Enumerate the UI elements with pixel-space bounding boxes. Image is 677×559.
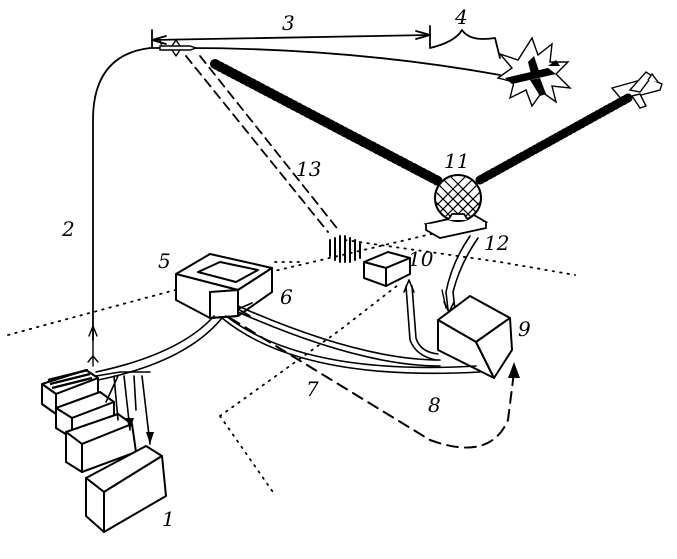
dashed-path-8 [229,317,520,449]
radar-antenna-icon [423,174,489,239]
missile-carrier-aircraft-icon [159,39,199,57]
control-cabin-5 [175,253,273,319]
cable-7-cabin-to-station [221,315,481,375]
launch-trajectory [92,47,166,341]
label-11: 11 [444,149,469,173]
label-1: 1 [162,507,175,531]
label-13: 13 [296,157,321,181]
label-10: 10 [408,247,434,271]
guidance-dashed-lines-13 [185,55,341,233]
approaching-aircraft-icon [610,71,663,109]
exploding-target-aircraft-icon [496,36,572,108]
range-bracket-4 [429,29,501,59]
equipment-box-10 [363,251,411,287]
label-8: 8 [428,393,441,417]
radar-beam-to-interceptor [210,59,445,187]
label-12: 12 [484,231,509,255]
cable-6-station-to-cabin [237,302,441,367]
launched-missile-icon [87,325,99,367]
launcher-group-1 [41,368,167,533]
label-4: 4 [454,5,468,29]
label-3: 3 [282,11,295,35]
guidance-station-9 [437,295,513,379]
label-6: 6 [280,285,293,309]
interceptor-flight-path [185,47,501,76]
ground-reference-lines [7,231,576,496]
cable-box10-to-station [403,279,439,361]
cable-cabin-to-launchers [95,315,223,381]
radar-beam-to-approaching-aircraft [475,93,633,185]
ground-post-marker [329,235,361,263]
label-2: 2 [61,217,75,241]
cable-radar-down-arrow [443,301,455,313]
range-bracket-3 [151,25,431,49]
label-9: 9 [518,317,531,341]
launcher-feed-lines [95,371,154,445]
label-5: 5 [158,249,171,273]
diagram-labels: 1 2 3 4 5 6 7 8 9 10 11 12 13 [61,5,531,531]
label-7: 7 [306,377,319,401]
